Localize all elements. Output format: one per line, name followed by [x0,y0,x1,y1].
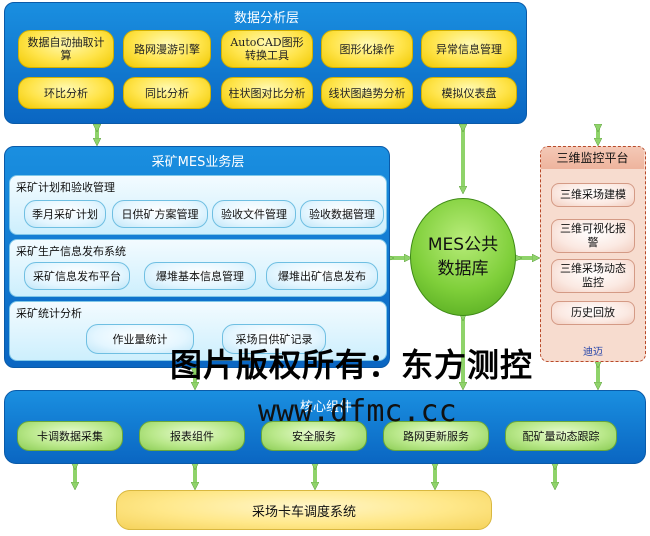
mes-group-stats: 采矿统计分析 作业量统计 采场日供矿记录 [9,301,387,361]
mes-item[interactable]: 爆堆出矿信息发布 [266,262,378,290]
mes-layer-title: 采矿MES业务层 [151,155,245,170]
core-layer: 核心组件 卡调数据采集 报表组件 安全服务 路网更新服务 配矿量动态跟踪 [4,390,646,464]
mes-item[interactable]: 采场日供矿记录 [222,324,326,354]
analysis-item[interactable]: 图形化操作 [321,30,413,68]
analysis-layer: 数据分析层 数据自动抽取计算 路网漫游引擎 AutoCAD图形转换工具 图形化操… [4,2,527,124]
mes-group-title: 采矿计划和验收管理 [16,181,115,194]
monitor-item[interactable]: 三维采场动态监控 [551,259,635,293]
analysis-item[interactable]: 模拟仪表盘 [421,77,517,109]
analysis-item[interactable]: 柱状图对比分析 [221,77,313,109]
mes-item[interactable]: 作业量统计 [86,324,194,354]
analysis-item[interactable]: 异常信息管理 [421,30,517,68]
analysis-item[interactable]: 路网漫游引擎 [123,30,211,68]
monitor-platform-title: 三维监控平台 [541,147,644,169]
monitor-link[interactable]: 迪迈 [583,347,603,358]
core-layer-title: 核心组件 [299,400,352,415]
monitor-item[interactable]: 历史回放 [551,301,635,325]
analysis-layer-title: 数据分析层 [233,11,299,26]
core-item[interactable]: 报表组件 [139,421,245,451]
analysis-item[interactable]: 环比分析 [18,77,114,109]
core-item[interactable]: 配矿量动态跟踪 [505,421,617,451]
database-label-line2: 数据库 [437,259,489,279]
watermark-copyright: 图片版权所有：东方测控 [170,346,534,384]
core-item[interactable]: 卡调数据采集 [17,421,123,451]
mes-item[interactable]: 采矿信息发布平台 [24,262,130,290]
database-label-line1: MES公共 [427,235,499,255]
mes-item[interactable]: 验收文件管理 [212,200,296,228]
mes-item[interactable]: 爆堆基本信息管理 [144,262,256,290]
mes-group-title: 采矿统计分析 [16,307,82,320]
analysis-item[interactable]: 同比分析 [123,77,211,109]
analysis-item[interactable]: 数据自动抽取计算 [18,30,114,68]
watermark-url: www.dfmc.cc [258,394,457,429]
mes-item[interactable]: 季月采矿计划 [24,200,106,228]
core-item[interactable]: 安全服务 [261,421,367,451]
analysis-item[interactable]: 线状图趋势分析 [321,77,413,109]
mes-database[interactable]: MES公共 数据库 [410,198,516,316]
mes-layer: 采矿MES业务层 采矿计划和验收管理 季月采矿计划 日供矿方案管理 验收文件管理… [4,146,390,368]
mes-group-title: 采矿生产信息发布系统 [16,245,126,258]
mes-group-plan: 采矿计划和验收管理 季月采矿计划 日供矿方案管理 验收文件管理 验收数据管理 [9,175,387,235]
truck-dispatch-system[interactable]: 采场卡车调度系统 [116,490,492,530]
monitor-item[interactable]: 三维可视化报警 [551,219,635,253]
mes-item[interactable]: 验收数据管理 [300,200,384,228]
mes-item[interactable]: 日供矿方案管理 [112,200,208,228]
mes-group-publish: 采矿生产信息发布系统 采矿信息发布平台 爆堆基本信息管理 爆堆出矿信息发布 [9,239,387,297]
monitor-platform: 三维监控平台 三维采场建模 三维可视化报警 三维采场动态监控 历史回放 迪迈 [540,146,646,362]
monitor-item[interactable]: 三维采场建模 [551,183,635,207]
core-item[interactable]: 路网更新服务 [383,421,489,451]
analysis-item[interactable]: AutoCAD图形转换工具 [221,30,313,68]
